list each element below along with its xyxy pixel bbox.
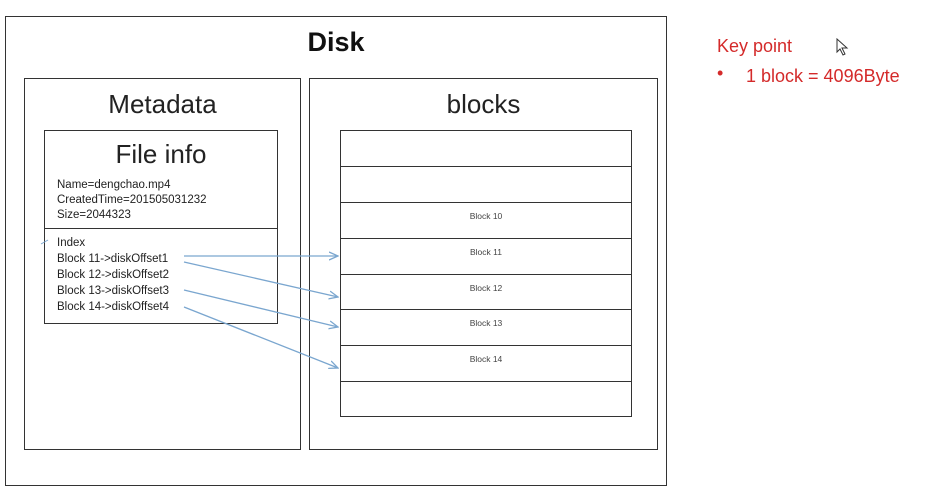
created-time-line: CreatedTime=201505031232 (57, 194, 207, 206)
arrow-block-14 (183, 306, 338, 368)
index-line-block-14: Block 14->diskOffset4 (57, 301, 169, 313)
index-title: Index (57, 237, 86, 249)
block-row-label: Block 14 (469, 354, 503, 364)
block-row-block-14: Block 14 (341, 346, 631, 382)
block-row-block-12: Block 12 (341, 275, 631, 310)
block-row-label: Block 13 (469, 318, 503, 328)
small-index-tick (40, 239, 49, 245)
block-stack: Block 10 Block 11 Block 12 Block 13 Bloc… (340, 130, 632, 417)
disk-container: Disk (5, 16, 667, 486)
disk-title: Disk (307, 27, 365, 57)
file-info-box: File info Name=dengchao.mp4 CreatedTime=… (44, 130, 278, 324)
block-row-2 (341, 167, 631, 203)
size-line: Size=2044323 (57, 209, 131, 221)
key-point-title: Key point (717, 36, 793, 56)
mouse-pointer-icon (836, 38, 849, 56)
metadata-title: Metadata (108, 89, 217, 119)
block-row-label: Block 11 (470, 247, 502, 257)
key-point-item: 1 block = 4096Byte (746, 66, 900, 86)
blocks-section: blocks (309, 78, 658, 450)
index-line-block-11: Block 11->diskOffset1 (57, 253, 169, 265)
metadata-section: Metadata (24, 78, 301, 450)
arrow-block-13 (183, 289, 338, 327)
block-row-label: Block 12 (469, 283, 503, 293)
block-row-block-11: Block 11 (341, 239, 631, 275)
block-row-1 (341, 131, 631, 167)
block-row-block-13: Block 13 (341, 310, 631, 346)
file-info-title: File info (115, 139, 207, 169)
blocks-title: blocks (446, 89, 521, 119)
arrow-block-12 (183, 261, 338, 297)
block-row-block-10: Block 10 (341, 203, 631, 239)
block-row-label: Block 10 (469, 211, 503, 221)
file-name-line: Name=dengchao.mp4 (57, 179, 171, 191)
index-line-block-12: Block 12->diskOffset2 (57, 269, 169, 281)
key-point-bullet: • (717, 63, 724, 83)
file-info-divider (45, 228, 277, 229)
index-line-block-13: Block 13->diskOffset3 (57, 285, 169, 297)
